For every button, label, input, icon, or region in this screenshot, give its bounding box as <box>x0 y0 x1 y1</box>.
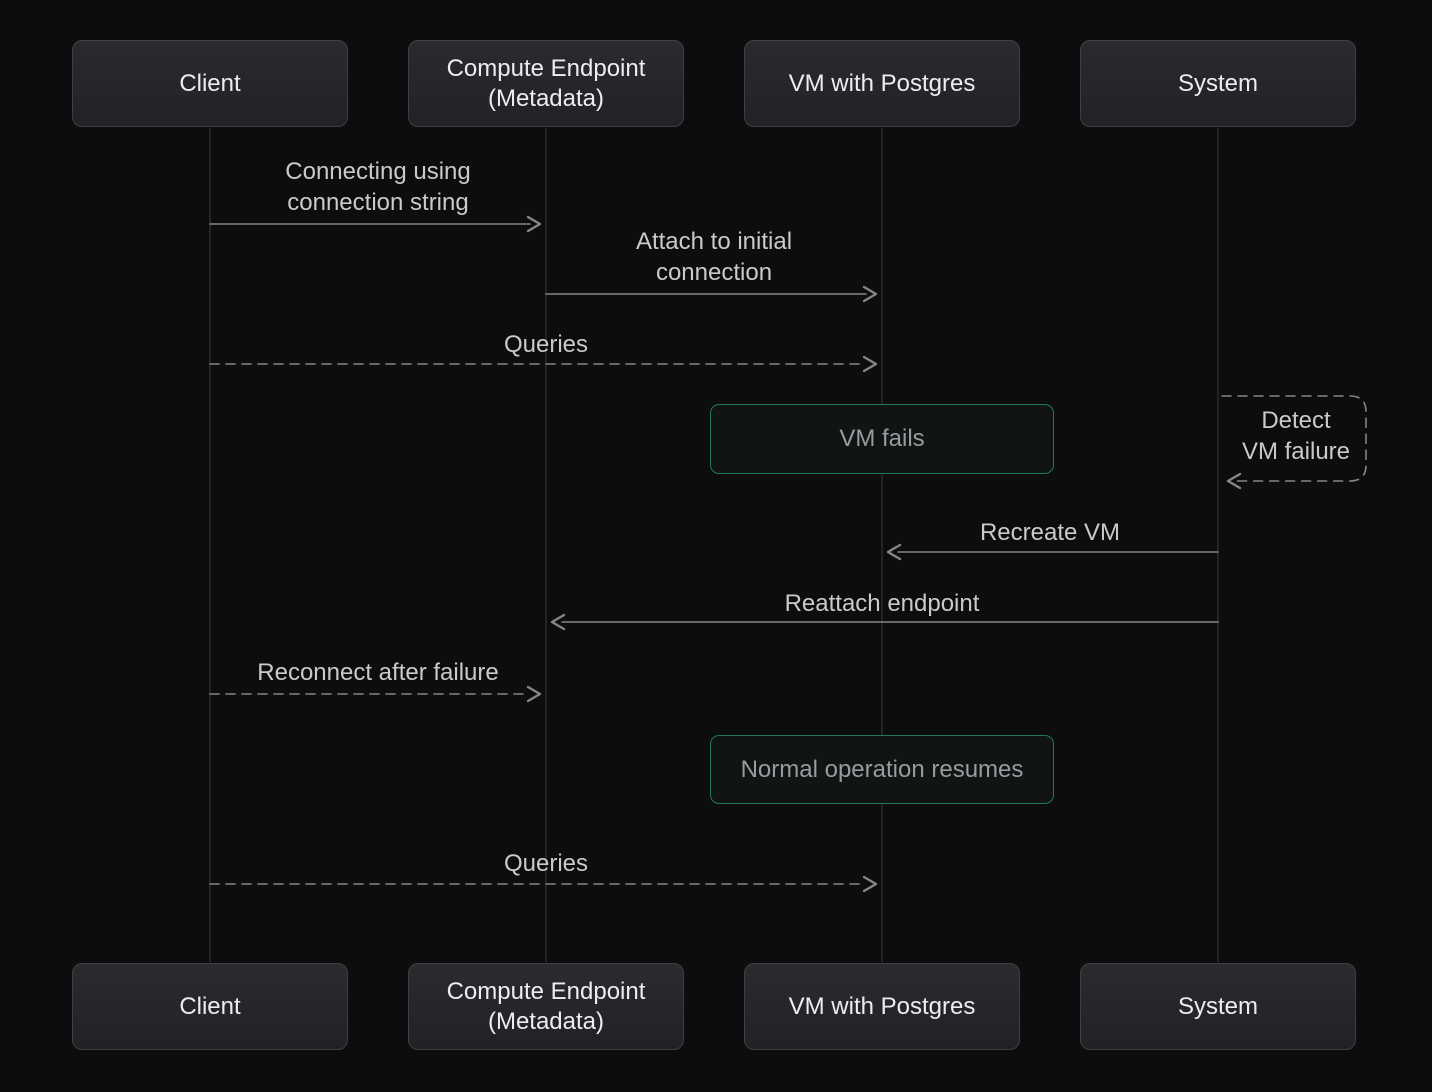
arrow-queries-1 <box>209 355 878 373</box>
actor-label: Compute Endpoint (Metadata) <box>446 54 646 112</box>
arrow-reattach-endpoint <box>550 613 1219 631</box>
actor-compute-endpoint-bottom: Compute Endpoint (Metadata) <box>408 963 684 1050</box>
arrow-connecting-using-connection-string <box>209 215 542 233</box>
message-label-reconnect-after-failure: Reconnect after failure <box>257 659 499 686</box>
actor-vm-postgres-top: VM with Postgres <box>744 40 1020 127</box>
actor-client-top: Client <box>72 40 348 127</box>
arrow-queries-2 <box>209 875 878 893</box>
actor-label: VM with Postgres <box>788 69 976 97</box>
actor-vm-postgres-bottom: VM with Postgres <box>744 963 1020 1050</box>
actor-label: VM with Postgres <box>788 992 976 1020</box>
note-normal-operation-resumes: Normal operation resumes <box>710 735 1054 804</box>
arrow-attach-to-initial-connection <box>545 285 878 303</box>
actor-label: System <box>1177 69 1258 97</box>
message-label-reattach-endpoint: Reattach endpoint <box>784 590 980 617</box>
message-label-recreate-vm: Recreate VM <box>979 519 1121 546</box>
arrow-recreate-vm <box>886 543 1219 561</box>
message-label-attach-to-initial-connection: Attach to initial connection <box>635 228 793 286</box>
note-vm-fails: VM fails <box>710 404 1054 474</box>
note-label: VM fails <box>839 425 925 452</box>
actor-label: Client <box>179 992 241 1020</box>
actor-label: Compute Endpoint (Metadata) <box>446 977 646 1035</box>
actor-label: Client <box>179 69 241 97</box>
note-label: Normal operation resumes <box>740 755 1024 783</box>
message-label-queries-1: Queries <box>503 331 589 358</box>
message-label-queries-2: Queries <box>503 850 589 877</box>
message-label-detect-vm-failure: Detect VM failure <box>1241 407 1351 465</box>
actor-system-bottom: System <box>1080 963 1356 1050</box>
actor-compute-endpoint-top: Compute Endpoint (Metadata) <box>408 40 684 127</box>
actor-system-top: System <box>1080 40 1356 127</box>
arrow-reconnect-after-failure <box>209 685 542 703</box>
self-arrow-detect-vm-failure <box>1221 395 1367 490</box>
message-label-connecting-using-connection-string: Connecting using connection string <box>285 158 471 216</box>
actor-client-bottom: Client <box>72 963 348 1050</box>
lifelines <box>209 128 1219 962</box>
message-arrows <box>209 215 1367 893</box>
actor-label: System <box>1177 992 1258 1020</box>
